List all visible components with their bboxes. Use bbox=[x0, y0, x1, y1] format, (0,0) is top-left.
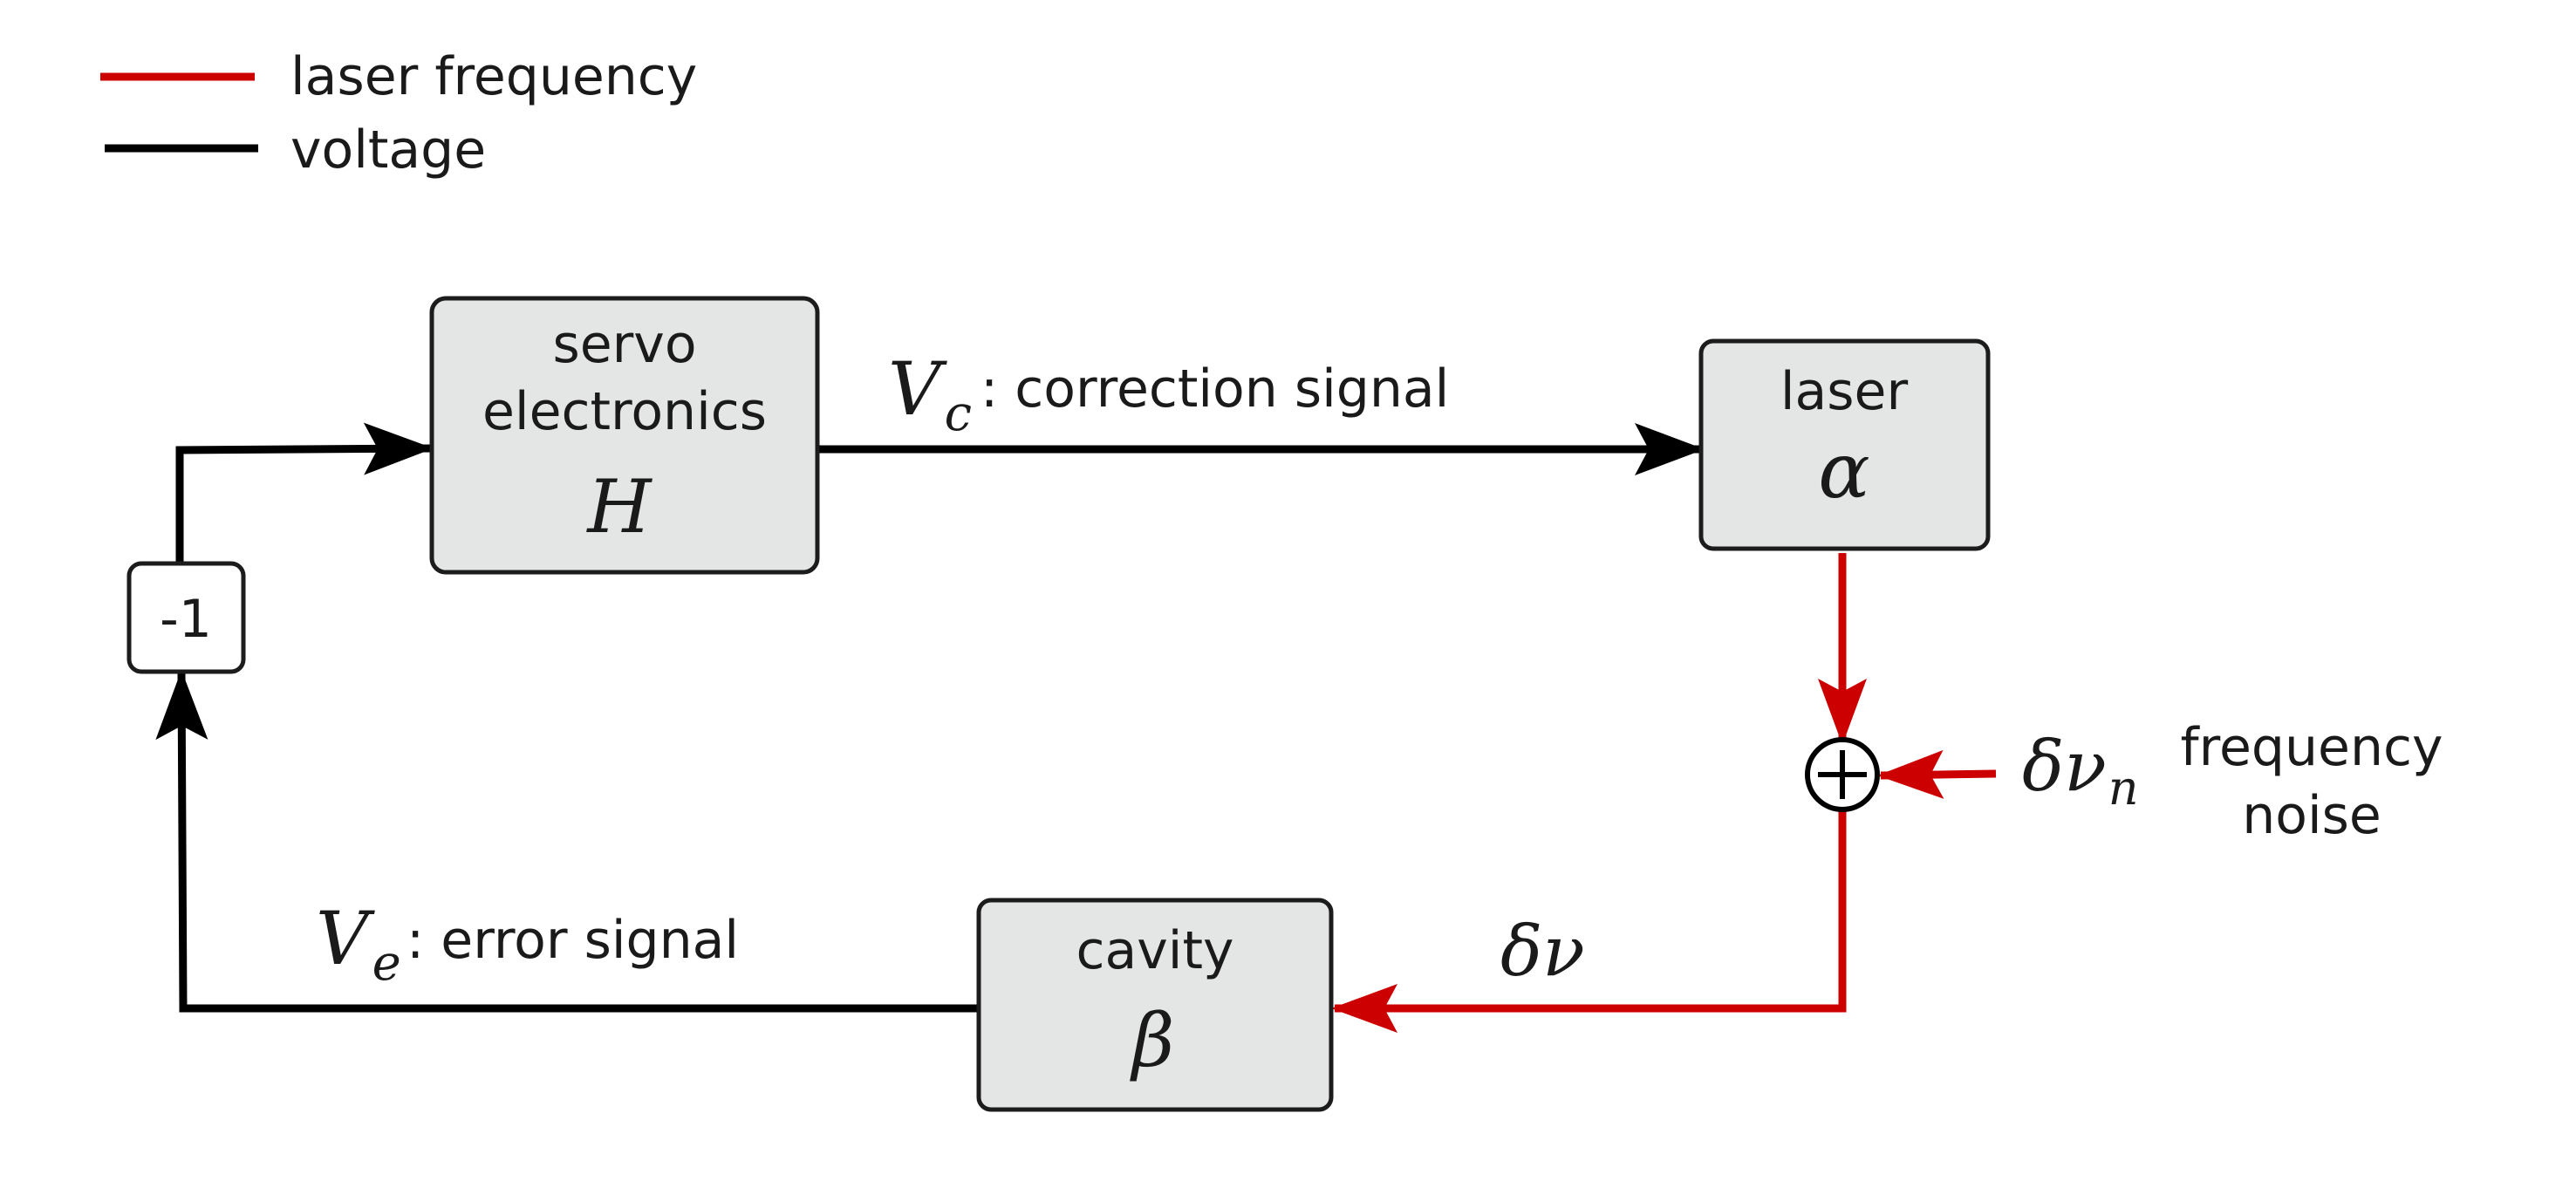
inverter-label: -1 bbox=[160, 589, 212, 650]
correction-signal-symbol: Vc bbox=[888, 346, 972, 442]
correction-signal-subscript: c bbox=[945, 386, 972, 442]
cavity-transfer-symbol: β bbox=[1130, 998, 1175, 1083]
frequency-deviation-symbol: δν bbox=[1500, 911, 1585, 992]
servo-label-line2: electronics bbox=[482, 381, 767, 442]
error-signal-label: Ve : error signal bbox=[316, 896, 739, 992]
frequency-deviation-wire bbox=[1331, 809, 1847, 1033]
noise-text-line1: frequency bbox=[2181, 717, 2443, 778]
servo-transfer-symbol: H bbox=[585, 464, 653, 550]
servo-electronics-block: servo electronics H bbox=[429, 296, 820, 575]
cavity-label: cavity bbox=[1076, 920, 1234, 981]
correction-signal-text: : correction signal bbox=[981, 359, 1449, 420]
servo-label-line1: servo bbox=[552, 314, 696, 375]
summing-junction bbox=[1805, 737, 1880, 812]
frequency-noise-label: δνn frequency noise bbox=[2022, 717, 2443, 846]
legend-label-laser-frequency: laser frequency bbox=[290, 46, 697, 107]
noise-subscript: n bbox=[2108, 761, 2139, 816]
noise-text-line2: noise bbox=[2242, 785, 2381, 846]
inverter-block: -1 bbox=[126, 561, 246, 674]
error-signal-subscript: e bbox=[372, 935, 401, 992]
legend: laser frequency voltage bbox=[100, 46, 697, 181]
error-signal-wire bbox=[155, 670, 979, 1013]
error-signal-text: : error signal bbox=[407, 910, 739, 971]
laser-block: laser α bbox=[1698, 338, 1991, 551]
noise-input-wire bbox=[1877, 749, 1997, 799]
laser-label: laser bbox=[1780, 361, 1909, 422]
inverter-to-servo-wire bbox=[175, 422, 434, 563]
cavity-block: cavity β bbox=[976, 898, 1334, 1112]
correction-signal-label: Vc : correction signal bbox=[888, 346, 1449, 442]
legend-label-voltage: voltage bbox=[290, 120, 486, 181]
laser-transfer-symbol: α bbox=[1818, 426, 1869, 516]
noise-symbol: δνn bbox=[2022, 726, 2139, 816]
error-signal-symbol: Ve bbox=[316, 896, 401, 992]
